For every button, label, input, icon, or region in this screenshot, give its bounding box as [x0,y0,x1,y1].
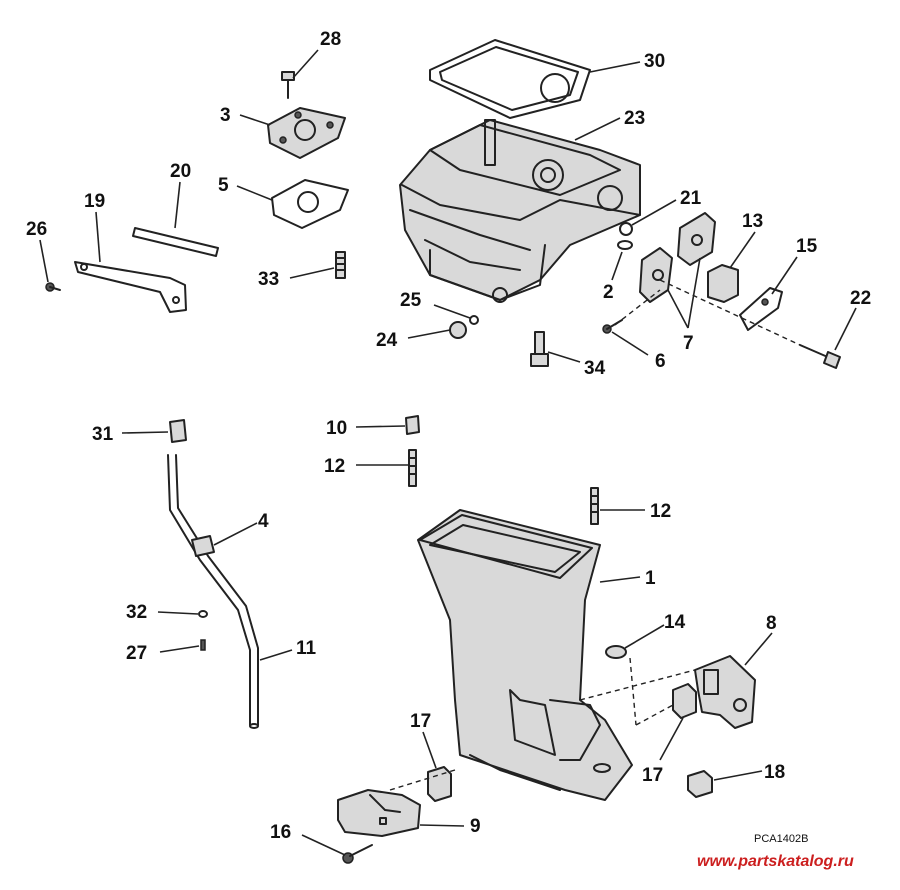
part-8-lower-mount [694,655,756,729]
drawing-code: PCA1402B [754,833,808,845]
part-9-mount-cover [337,789,421,837]
part-15-plate [739,287,783,331]
part-24-plug [449,321,467,339]
label-24: 24 [376,330,398,351]
label-28: 28 [320,29,341,50]
lower-assembly-lines [389,657,696,791]
label-5: 5 [218,175,229,196]
label-31: 31 [92,424,114,445]
part-25-ball [469,315,479,325]
upper-assembly-lines [614,279,801,346]
label-19: 19 [84,191,105,212]
label-13: 13 [742,211,763,232]
label-10: 10 [326,418,347,439]
part-17-block-right [672,683,697,719]
label-4: 4 [258,511,269,532]
part-3-cover-plate [267,107,346,159]
part-20-rod [132,227,219,257]
part-17-block-left [427,766,452,802]
label-21: 21 [680,188,702,209]
part-32-o-ring [198,610,208,618]
part-21-washer [619,222,633,236]
label-12-left: 12 [324,456,345,477]
part-11-water-tube [167,454,259,729]
label-1: 1 [645,568,656,589]
part-14-grommet [605,645,627,659]
part-34-bolt [530,331,549,367]
part-5-gasket [271,179,349,229]
label-18: 18 [764,762,785,783]
label-27: 27 [126,643,147,664]
part-12-stud-right [590,487,599,525]
part-33-bolt [335,251,346,279]
label-17-right: 17 [642,765,663,786]
part-30-gasket [429,39,591,119]
part-27-screw [200,639,206,651]
label-8: 8 [766,613,777,634]
part-19-bracket [74,261,187,313]
part-4-grommet [191,535,215,557]
label-26: 26 [26,219,47,240]
callout-labels: 28 30 3 23 20 5 19 21 26 13 15 33 2 22 2… [26,29,871,843]
label-7: 7 [683,333,694,354]
label-16: 16 [270,822,291,843]
label-14: 14 [664,612,686,633]
watermark-url: www.partskatalog.ru [697,853,854,870]
label-9: 9 [470,816,481,837]
label-6: 6 [655,351,666,372]
part-18-block [687,770,713,798]
part-13-block [707,264,739,303]
part-31-cap [169,419,187,443]
label-11: 11 [296,638,317,659]
label-33: 33 [258,269,279,290]
label-25: 25 [400,290,422,311]
part-6-screw [602,319,623,334]
part-16-bolt [342,844,373,864]
label-15: 15 [796,236,818,257]
part-7-mount-brackets [639,212,716,303]
part-26-screw [45,282,61,292]
label-20: 20 [170,161,191,182]
part-10-cap [405,415,420,435]
label-22: 22 [850,288,871,309]
label-30: 30 [644,51,665,72]
label-3: 3 [220,105,231,126]
part-23-adapter-housing [399,119,641,303]
label-17-left: 17 [410,711,431,732]
part-1-exhaust-housing [417,509,633,801]
part-28-screw [281,71,295,99]
part-2-nut [617,240,633,250]
label-23: 23 [624,108,645,129]
part-12-stud-left [408,449,417,487]
label-12-right: 12 [650,501,671,522]
callout-leaders [39,49,857,856]
label-32: 32 [126,602,147,623]
label-2: 2 [603,282,614,303]
part-22-bolt [799,344,841,369]
label-34: 34 [584,358,606,379]
